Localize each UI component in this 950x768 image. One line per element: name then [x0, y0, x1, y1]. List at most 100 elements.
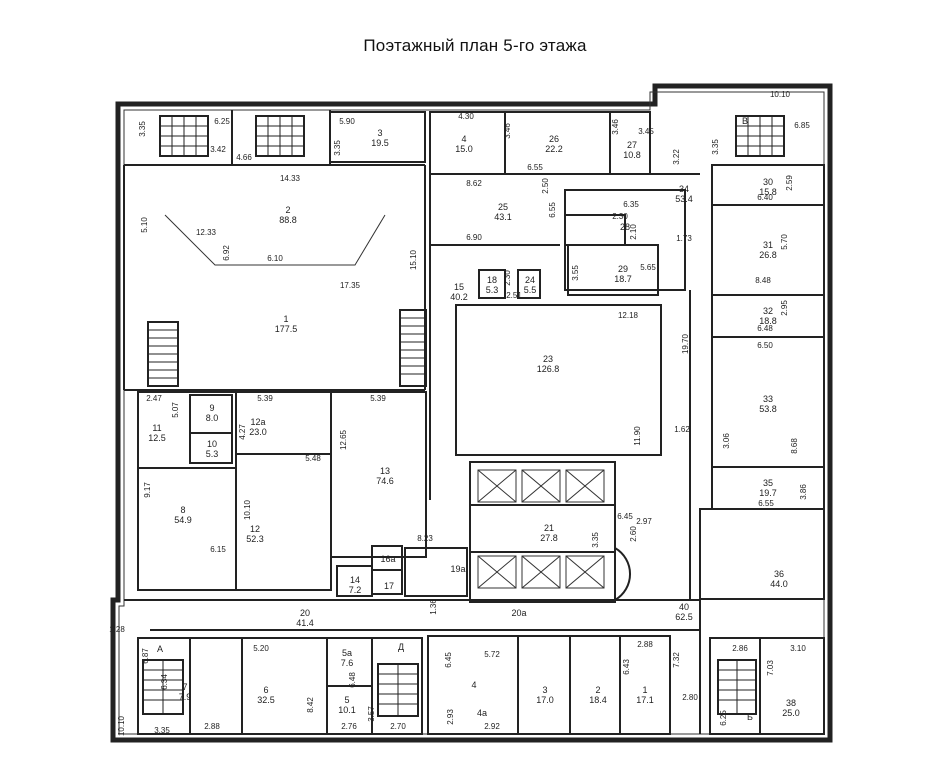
room-area: 18.8: [759, 316, 777, 326]
room-area: 41.4: [296, 618, 314, 628]
dimension-label: 5.70: [780, 234, 789, 250]
room-number: 9: [209, 403, 214, 413]
room-area: 53.4: [675, 194, 693, 204]
dimension-label: 1.28: [109, 625, 125, 634]
room-area: 15.8: [759, 187, 777, 197]
dimension-label: 8.42: [306, 697, 315, 713]
dimension-label: 8.68: [790, 438, 799, 454]
room-area: 10.1: [338, 705, 356, 715]
dimension-label: 6.92: [222, 245, 231, 261]
dimension-label: 6.48: [757, 324, 773, 333]
room-number: 13: [380, 466, 390, 476]
dimension-label: 4.66: [236, 153, 252, 162]
dimension-label: 6.43: [622, 659, 631, 675]
dimension-label: 9.17: [143, 482, 152, 498]
dimension-label: 10.10: [117, 715, 126, 736]
dimension-label: 6.15: [210, 545, 226, 554]
dimension-label: 17.35: [340, 281, 361, 290]
dimension-label: 2.80: [682, 693, 698, 702]
dimension-label: 2.88: [204, 722, 220, 731]
dimension-label: 2.93: [446, 709, 455, 725]
room-area: 43.1: [494, 212, 512, 222]
stairs: [142, 115, 785, 717]
stair-label: А: [157, 644, 163, 654]
dimension-label: 5.90: [339, 117, 355, 126]
room-area: 26.8: [759, 250, 777, 260]
room-area: 5.3: [206, 449, 219, 459]
room-area: 44.0: [770, 579, 788, 589]
dimension-label: 1.73: [676, 234, 692, 243]
room-number: 35: [763, 478, 773, 488]
room-area: 7.6: [341, 658, 354, 668]
stair-label: Д: [398, 642, 404, 652]
elevators: [477, 469, 605, 589]
dimension-label: 4.30: [458, 112, 474, 121]
room-number: 4а: [477, 708, 487, 718]
dimension-label: 6.55: [758, 499, 774, 508]
dimension-label: 3.35: [154, 726, 170, 735]
room-number: 8: [180, 505, 185, 515]
room-area: 126.8: [537, 364, 560, 374]
dimension-label: 5.39: [370, 394, 386, 403]
dimension-label: 3.35: [711, 139, 720, 155]
room-area: 8.0: [206, 413, 219, 423]
room-number: 11: [152, 423, 161, 433]
stair-label: В: [742, 116, 748, 126]
dimension-label: 3.45: [638, 127, 654, 136]
room-number: 21: [544, 523, 554, 533]
dimension-label: 2.30: [503, 270, 512, 286]
room-area: 18.4: [589, 695, 607, 705]
dimension-label: 2.97: [636, 517, 652, 526]
dimension-label: 6.25: [719, 710, 728, 726]
room-number: 3: [377, 128, 382, 138]
room-area: 19.7: [759, 488, 777, 498]
dimension-label: 8.62: [466, 179, 482, 188]
room-number: 4: [461, 134, 466, 144]
room-area: 53.8: [759, 404, 777, 414]
room-number: 23: [543, 354, 553, 364]
room-area: 25.0: [782, 708, 800, 718]
dimension-label: 12.65: [339, 429, 348, 450]
dimension-label: 5.39: [257, 394, 273, 403]
dimension-label: 6.85: [794, 121, 810, 130]
dimension-label: 6.48: [348, 672, 357, 688]
room-area: 7.2: [349, 585, 362, 595]
room-number: 31: [763, 240, 773, 250]
room-number: 6: [263, 685, 268, 695]
room-area: 19.5: [371, 138, 389, 148]
room-number: 2: [595, 685, 600, 695]
room-area: 7.9: [179, 692, 192, 702]
stair-labels: А Б В Д: [157, 116, 753, 722]
dimension-label: 2.70: [390, 722, 406, 731]
dimension-label: 2.30: [612, 212, 628, 221]
room-area: 17.1: [636, 695, 654, 705]
dimension-label: 5.10: [140, 217, 149, 233]
room-number: 5а: [342, 648, 352, 658]
dimension-label: 1.62: [674, 425, 690, 434]
dimension-label: 5.07: [171, 402, 180, 418]
room-area: 17.0: [536, 695, 554, 705]
dimension-label: 6.50: [757, 341, 773, 350]
dimension-label: 1.36: [429, 599, 438, 615]
dimension-label: 3.46: [611, 119, 620, 135]
room-number: 17: [384, 581, 394, 591]
stair-label: Б: [747, 712, 753, 722]
room-number: 14: [350, 575, 360, 585]
room-area: 74.6: [376, 476, 394, 486]
dimension-label: 3.35: [138, 121, 147, 137]
dimension-label: 2.51: [506, 291, 522, 300]
dimension-label: 3.10: [790, 644, 806, 653]
plan-title: Поэтажный план 5-го этажа: [363, 36, 587, 55]
room-area: 12.5: [148, 433, 166, 443]
dimension-label: 3.06: [722, 433, 731, 449]
dimension-label: 8.48: [755, 276, 771, 285]
room-number: 33: [763, 394, 773, 404]
room-number: 7: [182, 682, 187, 692]
dimension-label: 14.33: [280, 174, 301, 183]
room-number: 20: [300, 608, 310, 618]
room-number: 28: [620, 222, 630, 232]
dimension-label: 6.10: [267, 254, 283, 263]
dimension-label: 2.88: [637, 640, 653, 649]
dimension-label: 6.55: [548, 202, 557, 218]
